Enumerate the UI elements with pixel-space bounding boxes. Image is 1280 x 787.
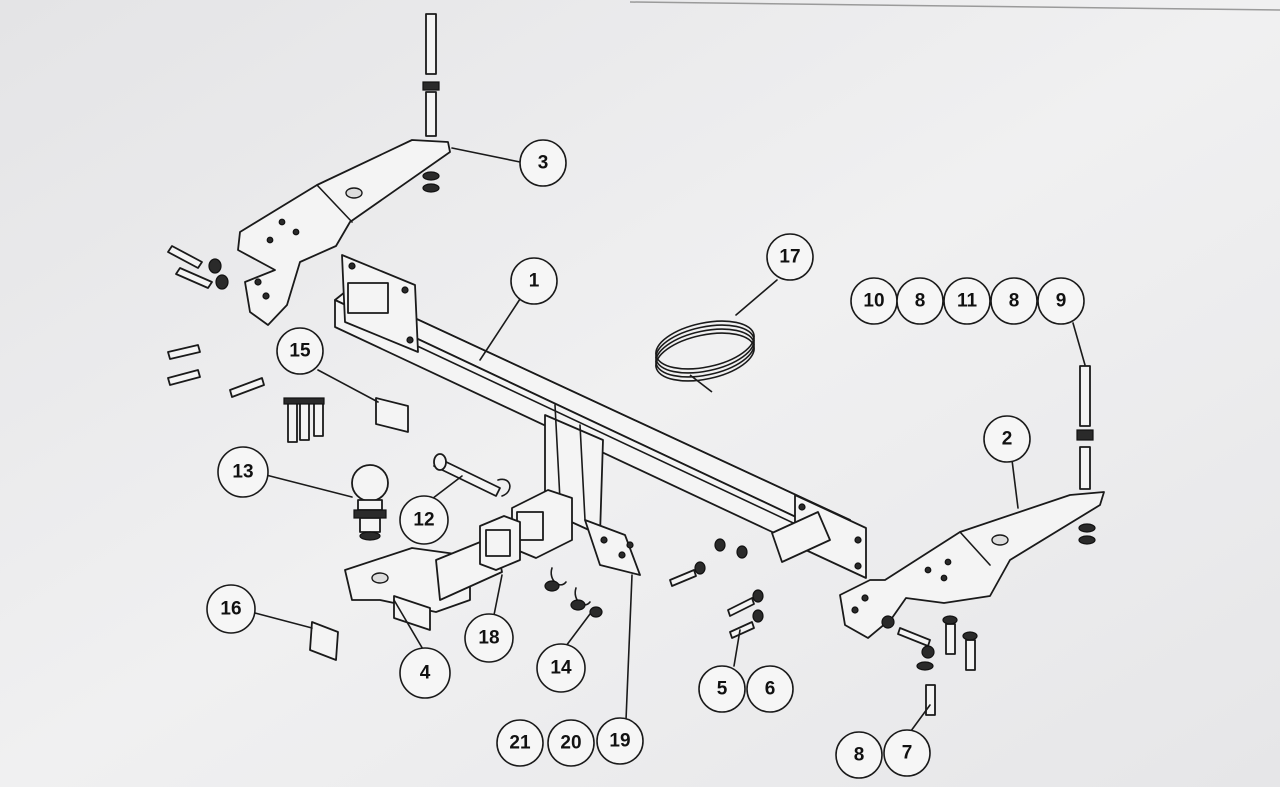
callout-6: 6 <box>746 665 794 713</box>
callout-label: 10 <box>863 291 884 312</box>
callout-10: 10 <box>850 277 898 325</box>
callout-label: 8 <box>1009 291 1020 312</box>
callout-17: 17 <box>766 233 814 281</box>
callout-label: 12 <box>413 510 434 531</box>
right-bracket <box>839 365 1105 639</box>
callout-2: 2 <box>983 415 1031 463</box>
label-plate-16 <box>309 621 339 661</box>
callout-8-top-b: 8 <box>990 277 1038 325</box>
left-bracket <box>237 13 451 326</box>
main-crossbar <box>334 254 867 579</box>
wire-coil <box>655 320 755 393</box>
callout-label: 8 <box>854 745 865 766</box>
leader-lines <box>254 147 1086 736</box>
left-fasteners <box>167 245 325 443</box>
callout-12: 12 <box>399 495 449 545</box>
callout-16: 16 <box>206 584 256 634</box>
callout-3: 3 <box>519 139 567 187</box>
sleeve-adapter <box>479 515 521 571</box>
label-plate-15 <box>375 397 409 433</box>
callout-label: 2 <box>1002 429 1013 450</box>
callout-18: 18 <box>464 613 514 663</box>
callout-1: 1 <box>510 257 558 305</box>
tow-ball <box>351 464 389 541</box>
right-fasteners <box>881 615 978 716</box>
callout-label: 6 <box>765 679 776 700</box>
callout-5: 5 <box>698 665 746 713</box>
callout-label: 7 <box>902 743 913 764</box>
callout-label: 19 <box>609 731 630 752</box>
callout-label: 21 <box>509 733 531 754</box>
callout-21: 21 <box>496 719 544 767</box>
shackles <box>544 567 603 618</box>
callout-8-top-a: 8 <box>896 277 944 325</box>
callout-label: 4 <box>420 663 431 684</box>
callout-9: 9 <box>1037 277 1085 325</box>
callout-11: 11 <box>943 277 991 325</box>
callout-19: 19 <box>596 717 644 765</box>
paper-edge <box>629 1 1280 11</box>
callout-4: 4 <box>399 647 451 699</box>
callout-label: 17 <box>779 247 800 268</box>
callout-label: 9 <box>1056 291 1067 312</box>
center-fasteners <box>669 538 764 639</box>
callout-label: 14 <box>550 658 572 679</box>
callout-label: 20 <box>560 733 581 754</box>
callout-8-bottom: 8 <box>835 731 883 779</box>
callout-label: 13 <box>232 462 253 483</box>
callout-label: 15 <box>289 341 311 362</box>
callout-label: 18 <box>478 628 499 649</box>
hitch-pin <box>433 453 511 497</box>
callout-15: 15 <box>276 327 324 375</box>
callout-label: 1 <box>529 271 540 292</box>
callout-label: 8 <box>915 291 926 312</box>
callout-label: 11 <box>957 291 978 312</box>
callout-label: 3 <box>538 153 549 174</box>
callout-20: 20 <box>547 719 595 767</box>
callout-7: 7 <box>883 729 931 777</box>
callout-13: 13 <box>217 446 269 498</box>
callout-label: 16 <box>220 599 241 620</box>
callout-14: 14 <box>536 643 586 693</box>
callout-label: 5 <box>717 679 728 700</box>
